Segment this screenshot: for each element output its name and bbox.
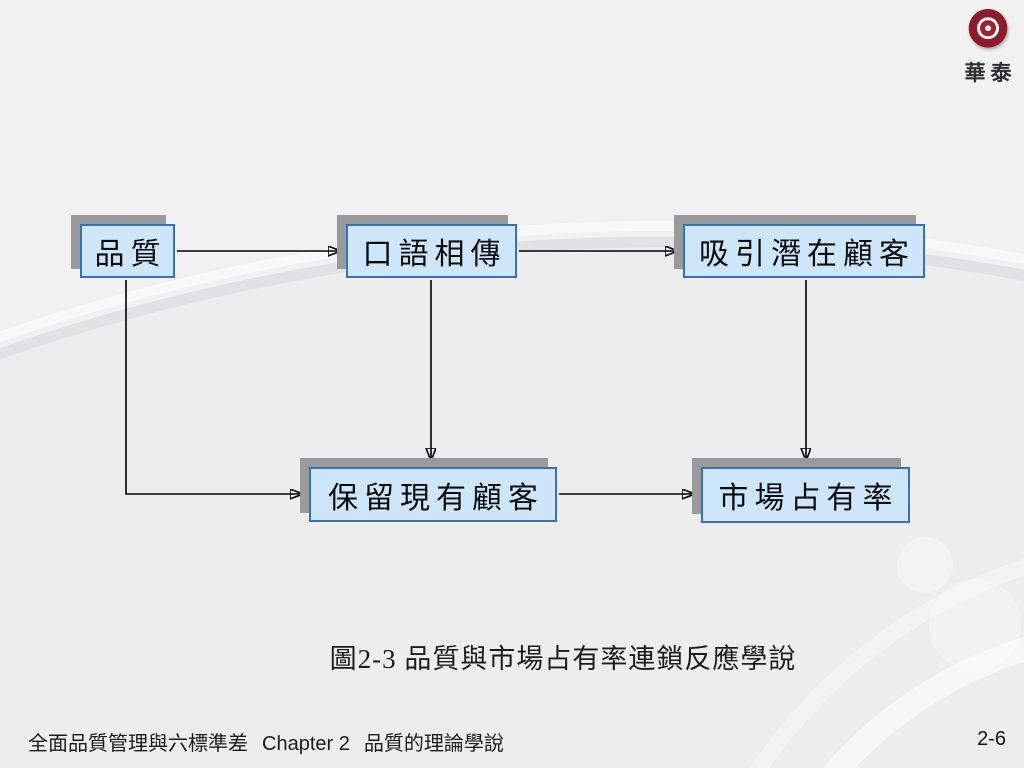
bubble (929, 579, 1021, 671)
node-retain-existing-customers: 保留現有顧客 (309, 467, 557, 522)
footer-chapter-title: 品質的理論學說 (363, 733, 504, 755)
node-attract-potential-customers: 吸引潛在顧客 (683, 224, 925, 278)
node-quality: 品質 (80, 224, 175, 278)
footer-chapter-label: Chapter 2 (262, 733, 350, 755)
publisher-logo: 華泰 (955, 8, 1021, 87)
background-arc (0, 237, 1024, 361)
node-word-of-mouth: 口語相傳 (346, 224, 517, 278)
figure-caption: 圖2-3 品質與市場占有率連鎖反應學說 (329, 644, 797, 674)
page-number: 2-6 (977, 728, 1006, 750)
background-arc-highlight (0, 221, 1024, 343)
logo-rings-icon (965, 8, 1011, 52)
footer-book-title: 全面品質管理與六標準差 (28, 733, 248, 755)
bubble (897, 537, 953, 593)
logo-text: 華泰 (964, 62, 1017, 85)
node-market-share: 市場占有率 (701, 467, 910, 523)
footer: 全面品質管理與六標準差 Chapter 2 品質的理論學說 (28, 727, 504, 756)
